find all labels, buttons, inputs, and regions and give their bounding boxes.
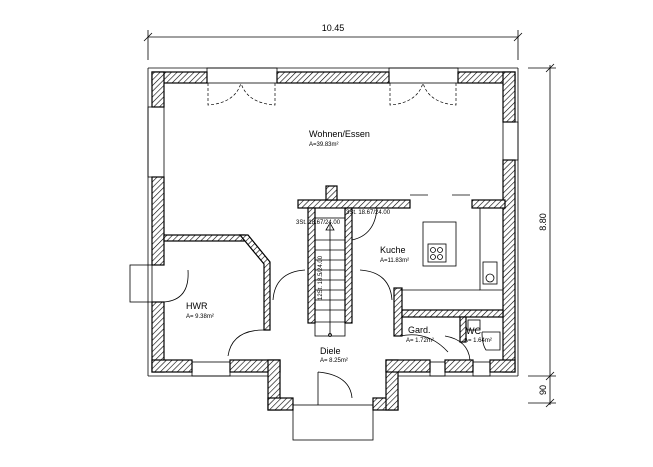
room-area: A= 1.64m²: [464, 338, 492, 344]
room-area: A=39.83m²: [309, 142, 339, 148]
exterior-walls: [147, 67, 519, 411]
stair-right-label: 3St. 18.67/24.00: [346, 210, 391, 216]
room-area: A= 9.38m²: [186, 314, 214, 320]
width-label: 10.45: [322, 23, 345, 33]
height-label: 8.80: [538, 213, 548, 231]
staircase: 12St. 18.5/24.00 3St. 18.67/24.00 3St. 1…: [296, 207, 391, 337]
porch-depth-label: 90: [538, 385, 548, 395]
stair-left-label: 3St. 18.67/24.00: [296, 220, 341, 226]
room-name: Kuche: [380, 245, 406, 255]
room-name: Wohnen/Essen: [309, 129, 370, 139]
room-area: A= 1.72m²: [406, 338, 434, 344]
room-name: WC: [466, 326, 481, 336]
room-area: A=11.83m²: [380, 258, 409, 264]
dimension-height: 8.80 90: [528, 63, 556, 408]
terrace-doors: [207, 82, 457, 106]
kitchen-fixtures: [400, 194, 503, 291]
stair-main-label: 12St. 18.5/24.00: [318, 255, 324, 300]
room-name: Gard.: [408, 325, 431, 335]
dimension-width: 10.45: [143, 23, 523, 60]
room-name: Diele: [320, 346, 341, 356]
room-diele: Diele A= 8.25m²: [320, 346, 348, 364]
room-kuche: Kuche A=11.83m²: [380, 245, 409, 264]
interior-doors: [163, 269, 501, 405]
interior-walls: [163, 185, 506, 343]
room-name: HWR: [186, 301, 208, 311]
room-gard: Gard. A= 1.72m²: [406, 325, 434, 344]
room-wohnen-essen: Wohnen/Essen A=39.83m²: [309, 129, 370, 148]
room-hwr: HWR A= 9.38m²: [186, 301, 214, 320]
room-area: A= 8.25m²: [320, 358, 348, 364]
room-wc: WC A= 1.64m²: [464, 326, 492, 344]
windows: [129, 67, 519, 441]
